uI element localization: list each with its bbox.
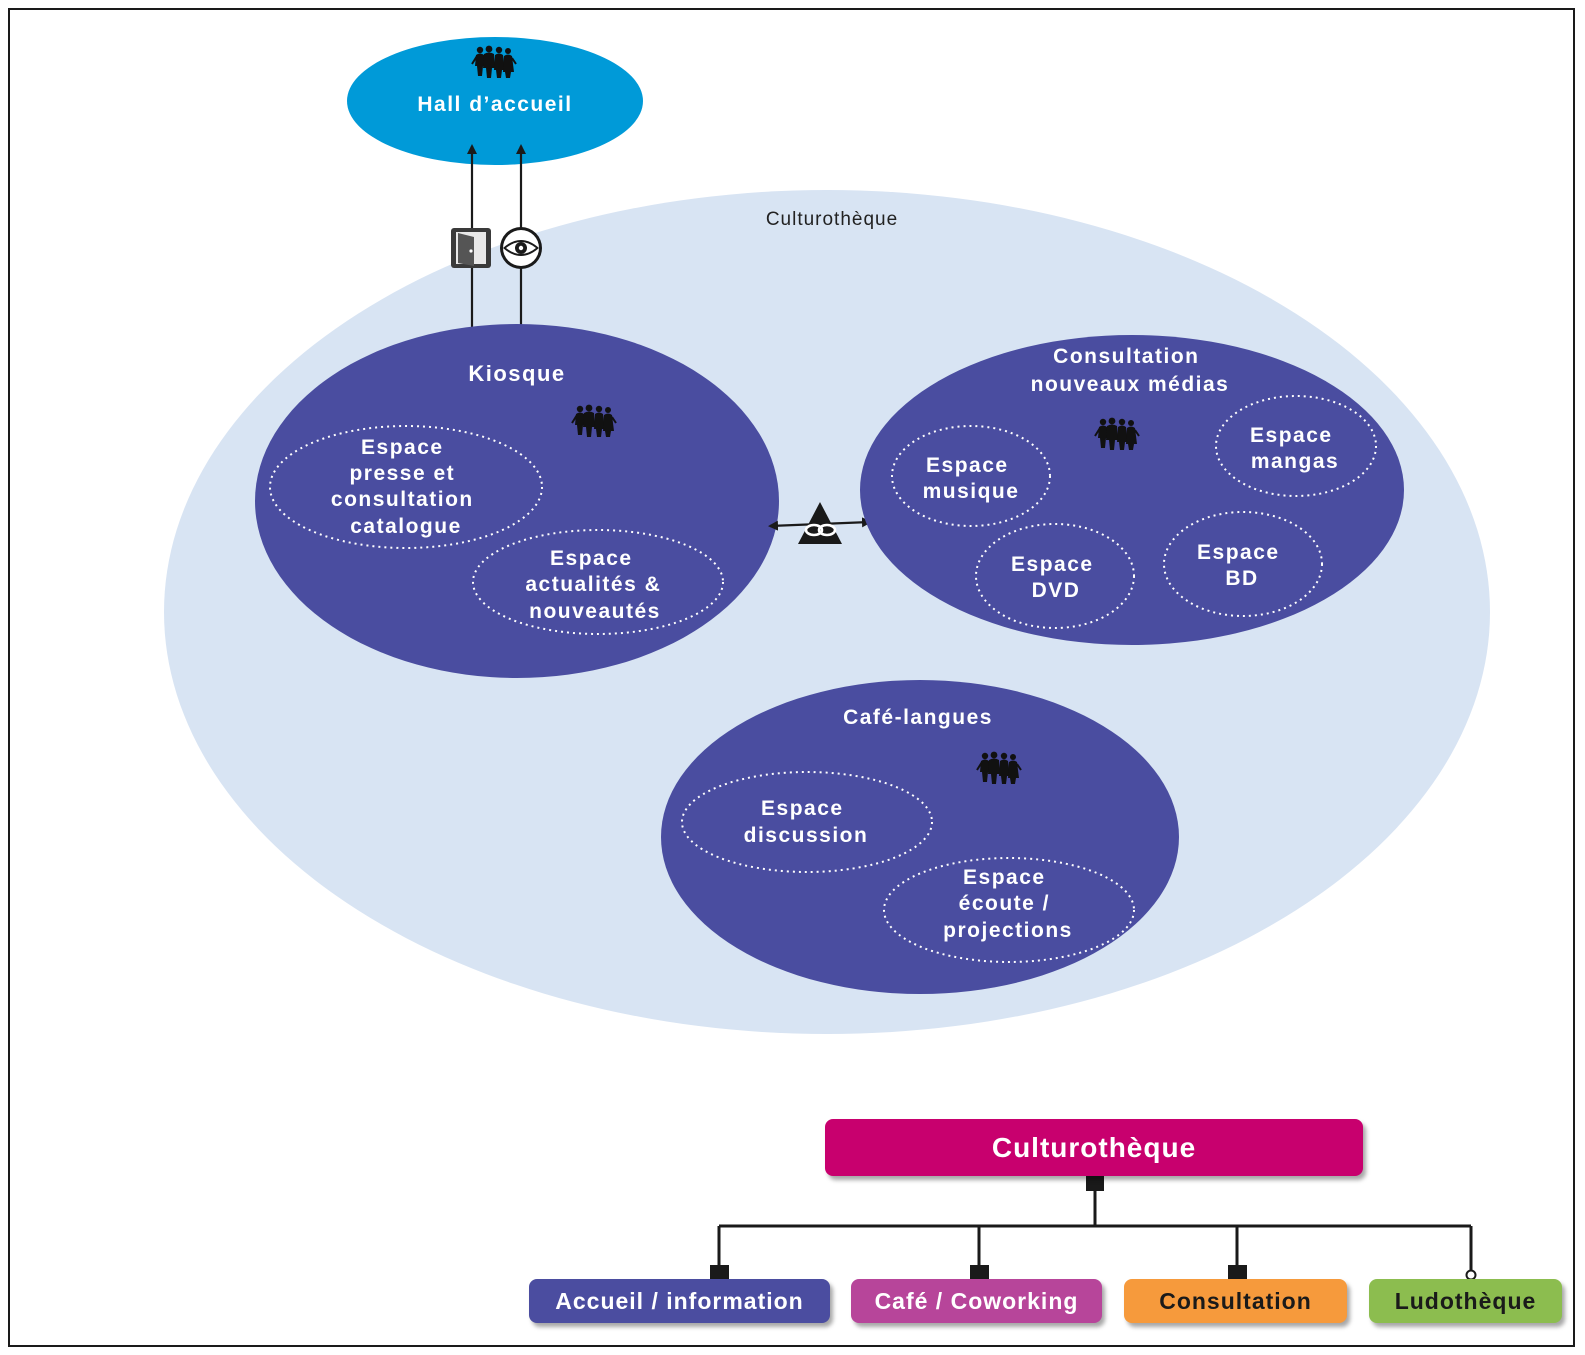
espace-presse-zone — [269, 425, 543, 549]
espace-discussion-label: Espace discussion — [744, 797, 869, 847]
door-icon — [451, 228, 491, 268]
org-port-accueil — [710, 1265, 729, 1279]
espace-mangas-label: Espace mangas — [1250, 424, 1340, 473]
espace-dvd-zone — [975, 523, 1135, 629]
eye-icon — [500, 227, 542, 269]
espace-discussion-zone — [681, 771, 933, 873]
cafe-langues-title: Café-langues — [843, 706, 993, 729]
espace-bd-zone — [1163, 511, 1323, 617]
org-root-port — [1086, 1176, 1104, 1191]
cafe-langues-node — [661, 680, 1179, 994]
org-ludotheque: Ludothèque — [1369, 1279, 1562, 1323]
org-port-consultation — [1228, 1265, 1247, 1279]
espace-presse-label: Espace presse et consultation catalogue — [331, 436, 481, 538]
espace-actualites-zone — [472, 529, 724, 635]
org-connectors — [717, 1176, 1473, 1279]
espace-dvd-label: Espace DVD — [1011, 553, 1101, 602]
zone-label: Culturothèque — [766, 209, 898, 230]
espace-ecoute-label: Espace écoute / projections — [943, 866, 1073, 942]
espace-actualites-label: Espace actualités & nouveautés — [525, 547, 668, 623]
espace-musique-label: Espace musique — [923, 454, 1020, 503]
org-cafe-coworking: Café / Coworking — [851, 1279, 1102, 1323]
nouveaux-medias-node — [860, 335, 1404, 645]
espace-musique-zone — [891, 425, 1051, 527]
espace-bd-label: Espace BD — [1197, 541, 1287, 590]
org-root-culturotheque: Culturothèque — [825, 1119, 1363, 1176]
nouveaux-medias-title: Consultation nouveaux médias — [1031, 345, 1230, 396]
espace-ecoute-zone — [883, 857, 1135, 963]
hall-label: Hall d’accueil — [417, 93, 572, 116]
chain-link-icon — [798, 502, 842, 544]
kiosque-node — [255, 324, 779, 678]
espace-mangas-zone — [1215, 395, 1377, 497]
kiosque-title: Kiosque — [468, 361, 565, 386]
hall-accueil-node — [347, 37, 643, 165]
org-port-cafe — [970, 1265, 989, 1279]
org-accueil-information: Accueil / information — [529, 1279, 830, 1323]
org-consultation: Consultation — [1124, 1279, 1347, 1323]
